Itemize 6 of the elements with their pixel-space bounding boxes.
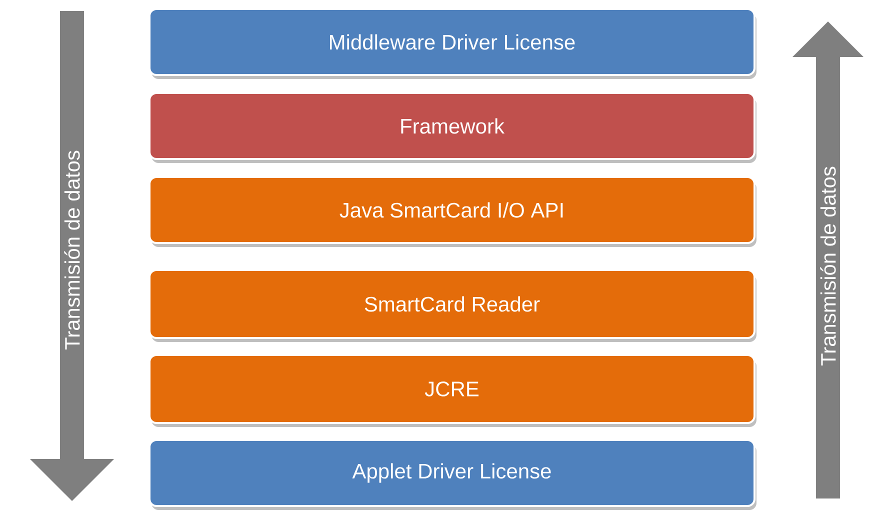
layer-box: Java SmartCard I/O API	[148, 176, 756, 247]
layer-box: Applet Driver License	[148, 439, 756, 510]
layer-box: Framework	[148, 92, 756, 163]
layer-box: JCRE	[148, 354, 756, 427]
layer-box: Middleware Driver License	[148, 8, 756, 79]
layer-box: SmartCard Reader	[148, 269, 756, 342]
